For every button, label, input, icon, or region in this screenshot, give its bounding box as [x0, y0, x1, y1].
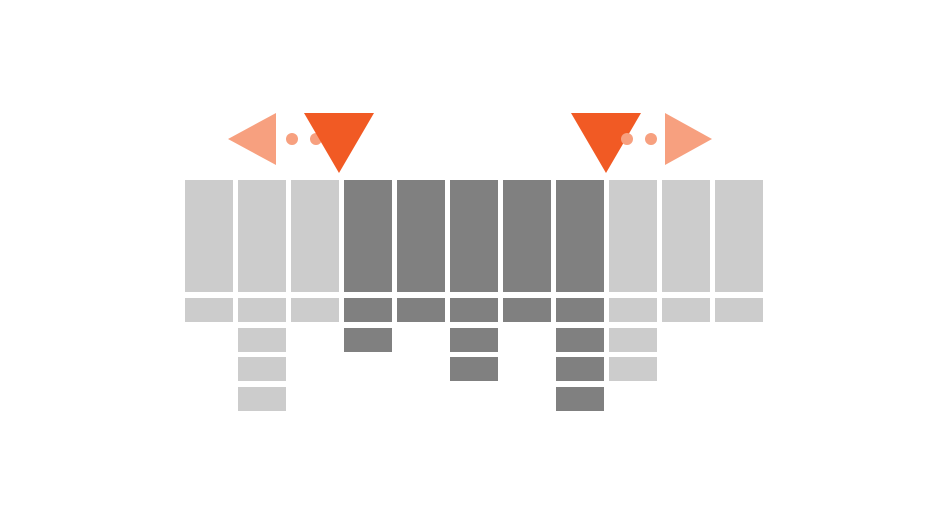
stack-cell: [185, 298, 233, 322]
column-8: [609, 180, 657, 381]
column-9: [662, 180, 710, 322]
left-down-triangle-icon: [304, 113, 374, 173]
stack-cell: [291, 298, 339, 322]
column-bar: [609, 180, 657, 292]
stack-cell: [238, 298, 286, 322]
column-bar: [715, 180, 763, 292]
column-5: [450, 180, 498, 381]
dot: [621, 133, 633, 145]
stack-cell: [450, 357, 498, 381]
stack-cell: [556, 357, 604, 381]
column-bar: [556, 180, 604, 292]
column-bar: [291, 180, 339, 292]
column-10: [715, 180, 763, 322]
stack-cell: [238, 328, 286, 352]
left-arrow-icon: [228, 113, 276, 165]
column-bar: [185, 180, 233, 292]
stack-cell: [609, 357, 657, 381]
stack-cell: [238, 387, 286, 411]
stack-cell: [503, 298, 551, 322]
stack-cell: [344, 298, 392, 322]
columns: [185, 180, 763, 411]
stack-cell: [397, 298, 445, 322]
stack-cell: [715, 298, 763, 322]
column-3: [344, 180, 392, 352]
stack-cell: [556, 298, 604, 322]
column-2: [291, 180, 339, 322]
column-bar: [238, 180, 286, 292]
column-6: [503, 180, 551, 322]
column-bar: [397, 180, 445, 292]
stack-cell: [450, 298, 498, 322]
stack-cell: [556, 328, 604, 352]
column-bar: [662, 180, 710, 292]
column-7: [556, 180, 604, 411]
stack-cell: [450, 328, 498, 352]
column-4: [397, 180, 445, 322]
column-bar: [503, 180, 551, 292]
column-0: [185, 180, 233, 322]
stack-cell: [662, 298, 710, 322]
dot: [286, 133, 298, 145]
stack-cell: [609, 298, 657, 322]
stack-cell: [344, 328, 392, 352]
column-bar: [450, 180, 498, 292]
column-bar: [344, 180, 392, 292]
stack-cell: [609, 328, 657, 352]
stack-cell: [556, 387, 604, 411]
stack-cell: [238, 357, 286, 381]
column-1: [238, 180, 286, 411]
right-down-triangle-icon: [571, 113, 641, 173]
dot: [645, 133, 657, 145]
right-arrow-icon: [665, 113, 712, 165]
